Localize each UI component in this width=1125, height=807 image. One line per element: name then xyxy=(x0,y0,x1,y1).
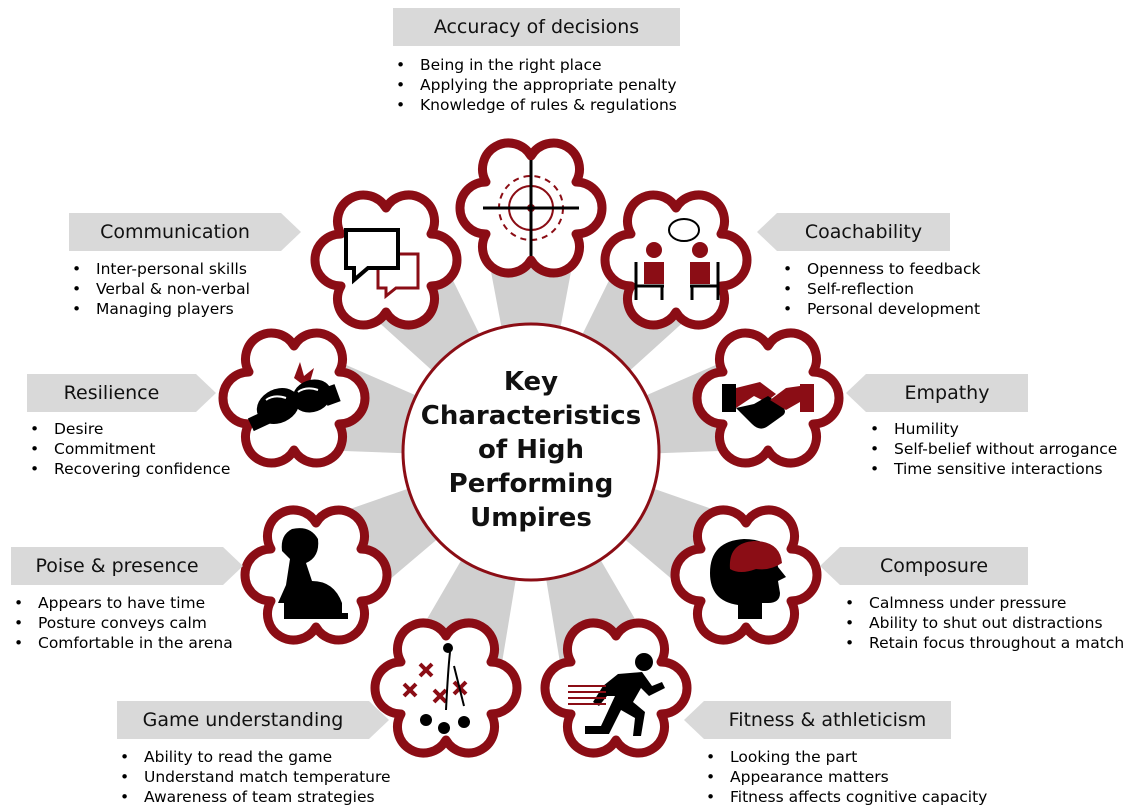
lion-statue-icon xyxy=(278,528,348,619)
label-resilience: Resilience xyxy=(27,374,216,412)
rosette-frame xyxy=(240,505,392,645)
bullet-item: Comfortable in the arena xyxy=(14,633,233,653)
bullet-item: Posture conveys calm xyxy=(14,613,233,633)
label-title: Empathy xyxy=(904,382,990,404)
boxing-gloves-icon xyxy=(247,362,341,432)
bullet-item: Awareness of team strategies xyxy=(120,787,391,807)
speech-bubbles-icon xyxy=(344,228,420,300)
bullet-item: Personal development xyxy=(783,299,981,319)
center-title-line: Performing xyxy=(448,469,614,499)
runner-icon xyxy=(568,653,665,736)
rosette-4 xyxy=(540,618,692,758)
bullet-item: Openness to feedback xyxy=(783,259,981,279)
rosette-frame xyxy=(370,618,522,758)
center-title-line: Characteristics xyxy=(420,401,642,431)
rosette-5 xyxy=(370,618,522,758)
bullet-item: Understand match temperature xyxy=(120,767,391,787)
label-title: Coachability xyxy=(804,221,923,243)
tactics-board-icon xyxy=(402,643,470,734)
bullet-item: Recovering confidence xyxy=(30,459,230,479)
bullet-item: Self-reflection xyxy=(783,279,981,299)
rosette-0 xyxy=(455,138,607,278)
label-coachability: Coachability xyxy=(757,213,950,251)
center-title-line: of High xyxy=(477,435,585,465)
bullets-empathy: Humility Self-belief without arrogance T… xyxy=(870,419,1117,479)
center-title-line: Key xyxy=(503,367,559,397)
label-empathy: Empathy xyxy=(846,374,1028,412)
bullets-resilience: Desire Commitment Recovering confidence xyxy=(30,419,230,479)
bullets-coachability: Openness to feedback Self-reflection Per… xyxy=(783,259,981,319)
bullets-composure: Calmness under pressure Ability to shut … xyxy=(845,593,1124,653)
label-accuracy-of-decisions: Accuracy of decisions xyxy=(393,8,680,46)
label-poise-presence: Poise & presence xyxy=(11,547,243,585)
label-composure: Composure xyxy=(820,547,1028,585)
bullet-item: Fitness affects cognitive capacity xyxy=(706,787,987,807)
bullet-item: Humility xyxy=(870,419,1117,439)
bullets-communication: Inter-personal skills Verbal & non-verba… xyxy=(72,259,250,319)
bullet-item: Appears to have time xyxy=(14,593,233,613)
crosshair-icon xyxy=(483,160,579,256)
label-title: Accuracy of decisions xyxy=(433,16,640,38)
bullet-item: Time sensitive interactions xyxy=(870,459,1117,479)
label-title: Poise & presence xyxy=(35,555,199,577)
bullet-item: Desire xyxy=(30,419,230,439)
bullets-poise-presence: Appears to have time Posture conveys cal… xyxy=(14,593,233,653)
bullet-item: Looking the part xyxy=(706,747,987,767)
rosette-frame xyxy=(600,190,752,330)
bullet-item: Being in the right place xyxy=(396,55,677,75)
bullet-item: Verbal & non-verbal xyxy=(72,279,250,299)
bullet-item: Commitment xyxy=(30,439,230,459)
rosette-1 xyxy=(600,190,752,330)
label-game-understanding: Game understanding xyxy=(117,701,389,739)
handshake-icon xyxy=(722,382,814,429)
rosette-8 xyxy=(310,190,462,330)
bullet-item: Self-belief without arrogance xyxy=(870,439,1117,459)
head-brain-icon xyxy=(710,539,786,619)
icon-rosettes xyxy=(218,138,844,758)
label-communication: Communication xyxy=(69,213,301,251)
bullet-item: Ability to shut out distractions xyxy=(845,613,1124,633)
label-title: Composure xyxy=(879,555,989,577)
label-title: Resilience xyxy=(63,382,160,404)
center-title: Key Characteristics of High Performing U… xyxy=(405,360,657,540)
bullet-item: Applying the appropriate penalty xyxy=(396,75,677,95)
rosette-2 xyxy=(692,328,844,468)
bullet-item: Appearance matters xyxy=(706,767,987,787)
bullets-fitness-athleticism: Looking the part Appearance matters Fitn… xyxy=(706,747,987,807)
label-title: Fitness & athleticism xyxy=(728,709,927,731)
rosette-7 xyxy=(218,328,370,468)
bullet-item: Retain focus throughout a match xyxy=(845,633,1124,653)
bullet-item: Inter-personal skills xyxy=(72,259,250,279)
bullets-accuracy-of-decisions: Being in the right place Applying the ap… xyxy=(396,55,677,115)
bullet-item: Managing players xyxy=(72,299,250,319)
bullet-item: Knowledge of rules & regulations xyxy=(396,95,677,115)
label-title: Game understanding xyxy=(142,709,344,731)
bullets-game-understanding: Ability to read the game Understand matc… xyxy=(120,747,391,807)
coaching-conversation-icon xyxy=(634,218,720,300)
rosette-6 xyxy=(240,505,392,645)
bullet-item: Ability to read the game xyxy=(120,747,391,767)
label-fitness-athleticism: Fitness & athleticism xyxy=(684,701,951,739)
bullet-item: Calmness under pressure xyxy=(845,593,1124,613)
center-circle xyxy=(401,322,661,582)
center-title-line: Umpires xyxy=(470,503,592,533)
rosette-3 xyxy=(670,505,822,645)
label-title: Communication xyxy=(100,221,250,243)
